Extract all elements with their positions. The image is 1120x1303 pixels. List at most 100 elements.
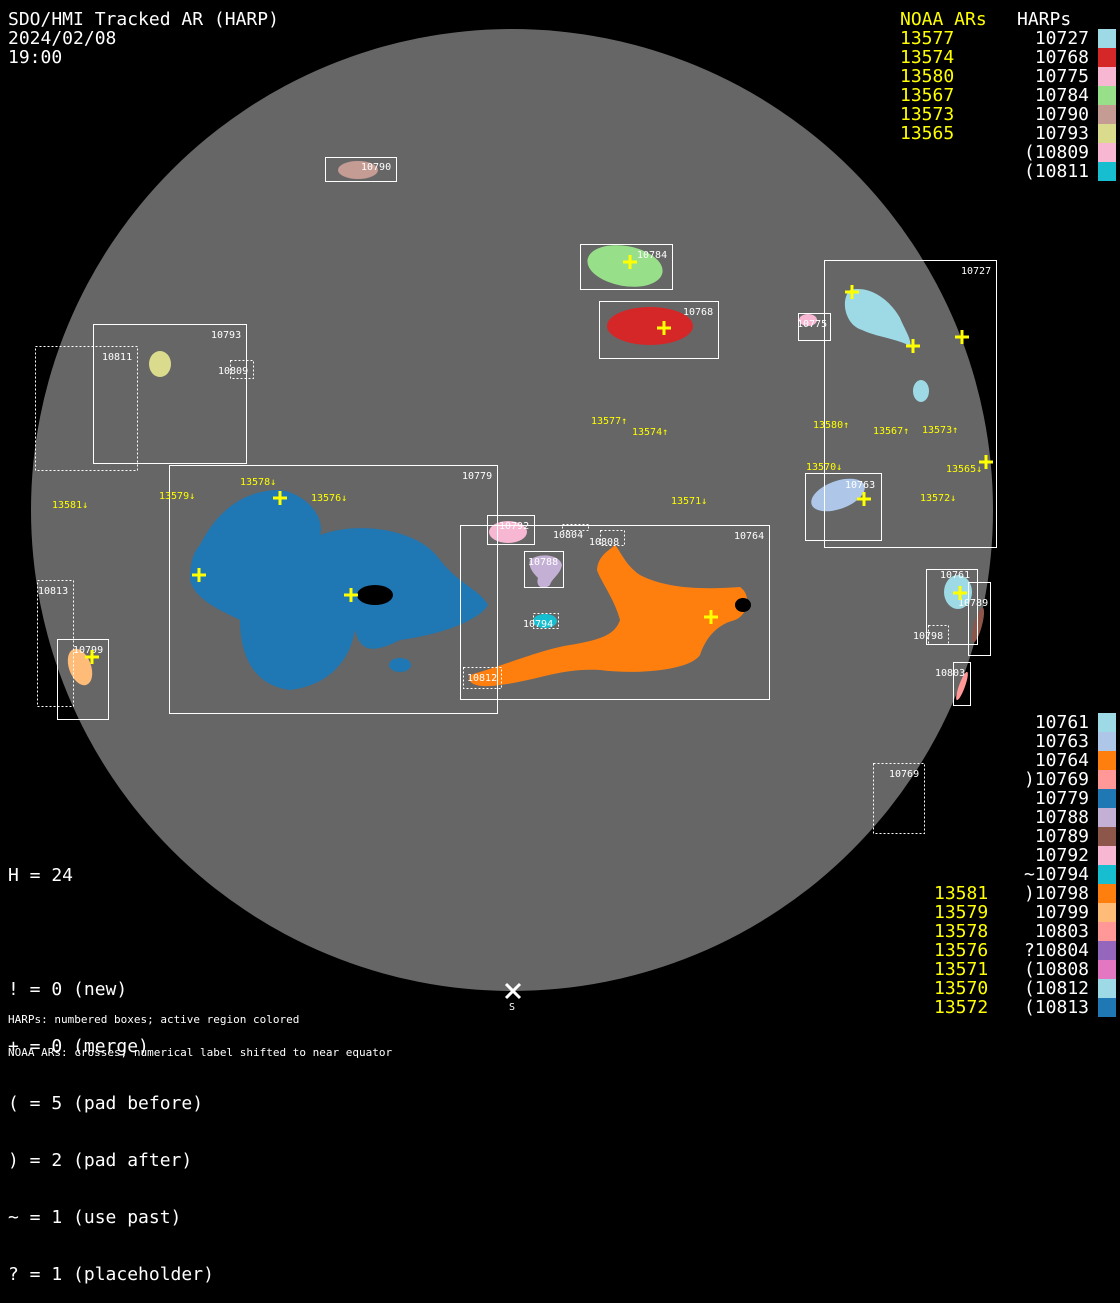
noaa-cross-icon (344, 588, 358, 602)
legend-noaa: 13572 (934, 997, 989, 1018)
legend-harp: )10769 (1023, 769, 1089, 790)
region-10727 (844, 289, 911, 346)
harp-box-outline (169, 465, 498, 714)
harp-label: 10793 (211, 330, 241, 341)
legend-harp: 10793 (1034, 123, 1089, 144)
region-10768 (607, 307, 693, 345)
legend-color-swatch (1098, 827, 1116, 846)
legend-color-swatch (1098, 865, 1116, 884)
harp-box: 10799 (57, 639, 109, 720)
noaa-label: 13577↑ (591, 416, 627, 427)
region-10792 (489, 521, 527, 543)
stat-pad-before: ( = 5 (pad before) (8, 1093, 204, 1114)
legend-harp: 10789 (1034, 826, 1089, 847)
legend-harp: 10788 (1034, 807, 1089, 828)
legend-harp: 10790 (1034, 104, 1089, 125)
noaa-cross-icon (979, 455, 993, 469)
legend-harp: ~10794 (1023, 864, 1089, 885)
noaa-label: 13578↓ (240, 477, 276, 488)
noaa-cross-icon (657, 321, 671, 335)
active-regions (67, 161, 985, 701)
region-10727-small (913, 380, 929, 402)
harp-box-outline (926, 569, 978, 645)
noaa-cross-icon (192, 568, 206, 582)
noaa-cross-icon (704, 610, 718, 624)
legend-harp: 10803 (1034, 921, 1089, 942)
harp-box-outline (460, 525, 770, 700)
region-10793 (149, 351, 171, 377)
h-count: H = 24 (8, 865, 74, 886)
time: 19:00 (8, 47, 63, 68)
harp-box-outline (325, 157, 397, 182)
legend-harp: (10811 (1023, 161, 1089, 182)
sunspot (357, 585, 393, 605)
legend-color-swatch (1098, 922, 1116, 941)
noaa-label: 13579↓ (159, 491, 195, 502)
harp-box: 10809 (218, 360, 254, 379)
harp-box: 10768 (599, 301, 719, 359)
solar-disk-image: 1079010784107681077510727107931081110809… (31, 29, 997, 1013)
region-10803 (956, 671, 968, 701)
harp-label: 10813 (38, 586, 68, 597)
harp-label: 10784 (637, 250, 667, 261)
footer-line-2: NOAA ARs: crosses; numerical label shift… (8, 1046, 393, 1059)
legend-color-swatch (1098, 751, 1116, 770)
legend-noaa: 13577 (900, 28, 955, 49)
harp-box: 10813 (37, 580, 74, 707)
harp-label: 10803 (935, 668, 965, 679)
noaa-cross-icon (273, 491, 287, 505)
harp-box-outline (37, 580, 74, 707)
legend-harp: 10792 (1034, 845, 1089, 866)
legend-noaa: 13571 (934, 959, 989, 980)
harp-box-outline (463, 667, 502, 689)
harp-box: 10769 (873, 763, 925, 834)
harp-box: 10779 (169, 465, 498, 714)
legend-color-swatch (1098, 48, 1116, 67)
legend-harp: 10761 (1034, 712, 1089, 733)
noaa-label: 13573↑ (922, 425, 958, 436)
harp-box: 10803 (935, 662, 971, 706)
noaa-label: 13574↑ (632, 427, 668, 438)
region-10764 (469, 545, 748, 687)
noaa-label: 13571↓ (671, 496, 707, 507)
noaa-cross-icon (953, 586, 967, 600)
harp-box-outline (599, 301, 719, 359)
harp-box: 10804 (553, 524, 589, 541)
title: SDO/HMI Tracked AR (HARP) (8, 9, 279, 30)
harp-box-outline (580, 244, 673, 290)
stat-new: ! = 0 (new) (8, 979, 128, 1000)
harp-label: 10763 (845, 480, 875, 491)
harp-box-outline (953, 662, 971, 706)
solar-disk (31, 29, 993, 991)
legend-noaa: 13573 (900, 104, 955, 125)
legend-color-swatch (1098, 960, 1116, 979)
harp-box: 10761 (926, 569, 978, 645)
harp-box: 10798 (913, 625, 949, 645)
harp-box: 10793 (93, 324, 247, 464)
harp-label: 10792 (499, 521, 529, 532)
harp-box-outline (600, 530, 625, 546)
harp-box: 10727 (824, 260, 997, 548)
legend-color-swatch (1098, 713, 1116, 732)
harp-box-outline (873, 763, 925, 834)
noaa-label: 13565↓ (946, 464, 982, 475)
legend-harp: 10764 (1034, 750, 1089, 771)
legend-noaa: 13565 (900, 123, 955, 144)
harp-label: 10769 (889, 769, 919, 780)
legend-noaa: 13581 (934, 883, 989, 904)
harp-label: 10808 (589, 537, 619, 548)
south-marker-x-icon (504, 982, 522, 1000)
footer-notes: HARPs: numbered boxes; active region col… (8, 992, 392, 1069)
legend-harp: ?10804 (1023, 940, 1089, 961)
harp-label: 10812 (467, 673, 497, 684)
legend-harp: 10799 (1034, 902, 1089, 923)
harp-box: 10794 (523, 613, 559, 630)
legend-noaa: 13570 (934, 978, 989, 999)
harp-label: 10799 (73, 645, 103, 656)
harp-label: 10794 (523, 619, 553, 630)
harp-label: 10761 (940, 570, 970, 581)
legend-color-swatch (1098, 979, 1116, 998)
harp-label: 10788 (528, 557, 558, 568)
region-10779-fragment (389, 658, 411, 672)
noaa-cross-icon (857, 492, 871, 506)
